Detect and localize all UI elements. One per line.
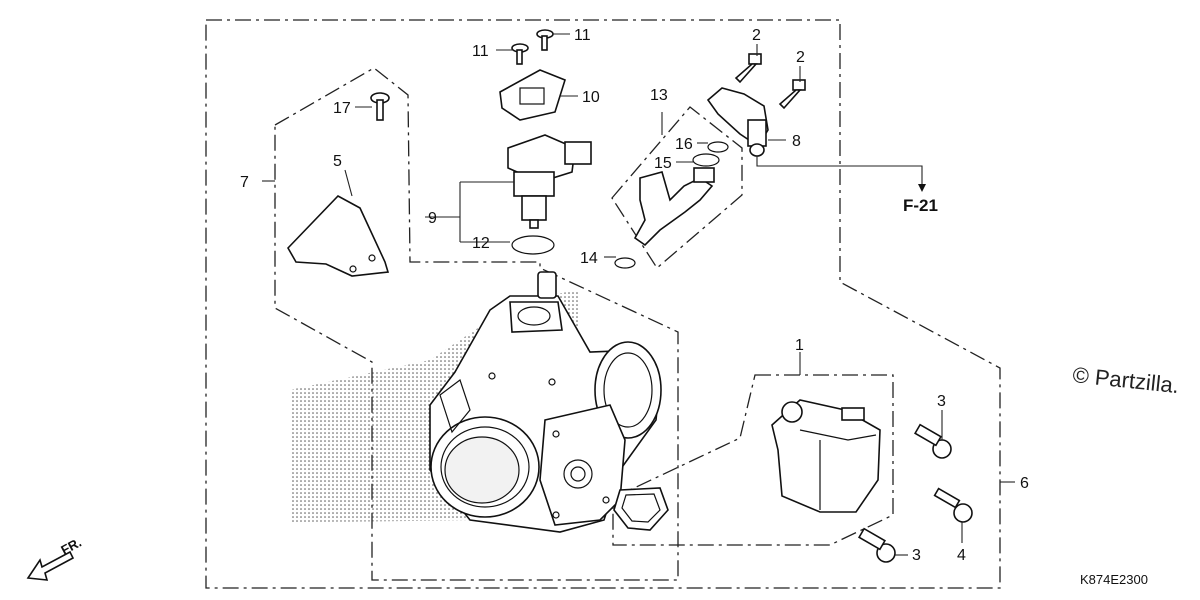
watermark: © Partzilla. (1071, 362, 1180, 398)
diagram-code: K874E2300 (1080, 572, 1148, 587)
front-arrow-icon (26, 550, 75, 581)
callout-6: 6 (1020, 475, 1029, 492)
arrow-down-icon (918, 184, 926, 192)
gasket (613, 487, 669, 531)
callout-9: 9 (428, 210, 437, 227)
throttle-position-sensor (771, 399, 881, 513)
bracket (287, 195, 390, 277)
o-ring-16 (707, 141, 729, 153)
callout-11a: 11 (472, 43, 489, 60)
assembly-boundary (205, 19, 1001, 589)
bracket-group-boundary (274, 67, 679, 581)
temperature-sensor (706, 87, 769, 157)
callout-13: 13 (650, 87, 668, 104)
screw-3-b (858, 527, 896, 563)
callout-4: 4 (957, 547, 966, 564)
sensor-plate (499, 69, 566, 121)
o-ring-14 (614, 257, 636, 269)
throttle-body (429, 271, 662, 533)
screw-3-a (914, 423, 952, 459)
bolt-2-b (778, 79, 806, 110)
callout-7: 7 (240, 174, 249, 191)
injector-group-boundary (611, 106, 743, 269)
callout-10: 10 (582, 89, 600, 106)
fuel-injector (633, 167, 715, 247)
screw-11-b (536, 29, 554, 51)
callout-11b: 11 (574, 27, 591, 44)
front-direction-indicator: FR. (26, 535, 84, 581)
callout-1: 1 (795, 337, 804, 354)
screw-4 (933, 487, 973, 523)
callout-2b: 2 (796, 49, 805, 66)
callout-8: 8 (792, 133, 801, 150)
callout-5: 5 (333, 153, 342, 170)
screw-11-a (511, 43, 529, 65)
callout-3b: 3 (912, 547, 921, 564)
front-label: FR. (58, 535, 84, 558)
callout-14: 14 (580, 250, 598, 267)
leader-lines (262, 33, 1015, 556)
o-ring-12 (511, 235, 555, 255)
sensor-unit-boundary (612, 374, 894, 546)
bolt-2-a (734, 53, 762, 84)
map-sensor (507, 134, 592, 229)
callout-15: 15 (654, 155, 672, 172)
callout-2a: 2 (752, 27, 761, 44)
reference-f21: F-21 (903, 196, 938, 215)
callout-3a: 3 (937, 393, 946, 410)
callout-12: 12 (472, 235, 490, 252)
callout-17: 17 (333, 100, 351, 117)
seal-ring-15 (692, 153, 720, 167)
callout-16: 16 (675, 136, 693, 153)
screw-17 (370, 92, 390, 121)
